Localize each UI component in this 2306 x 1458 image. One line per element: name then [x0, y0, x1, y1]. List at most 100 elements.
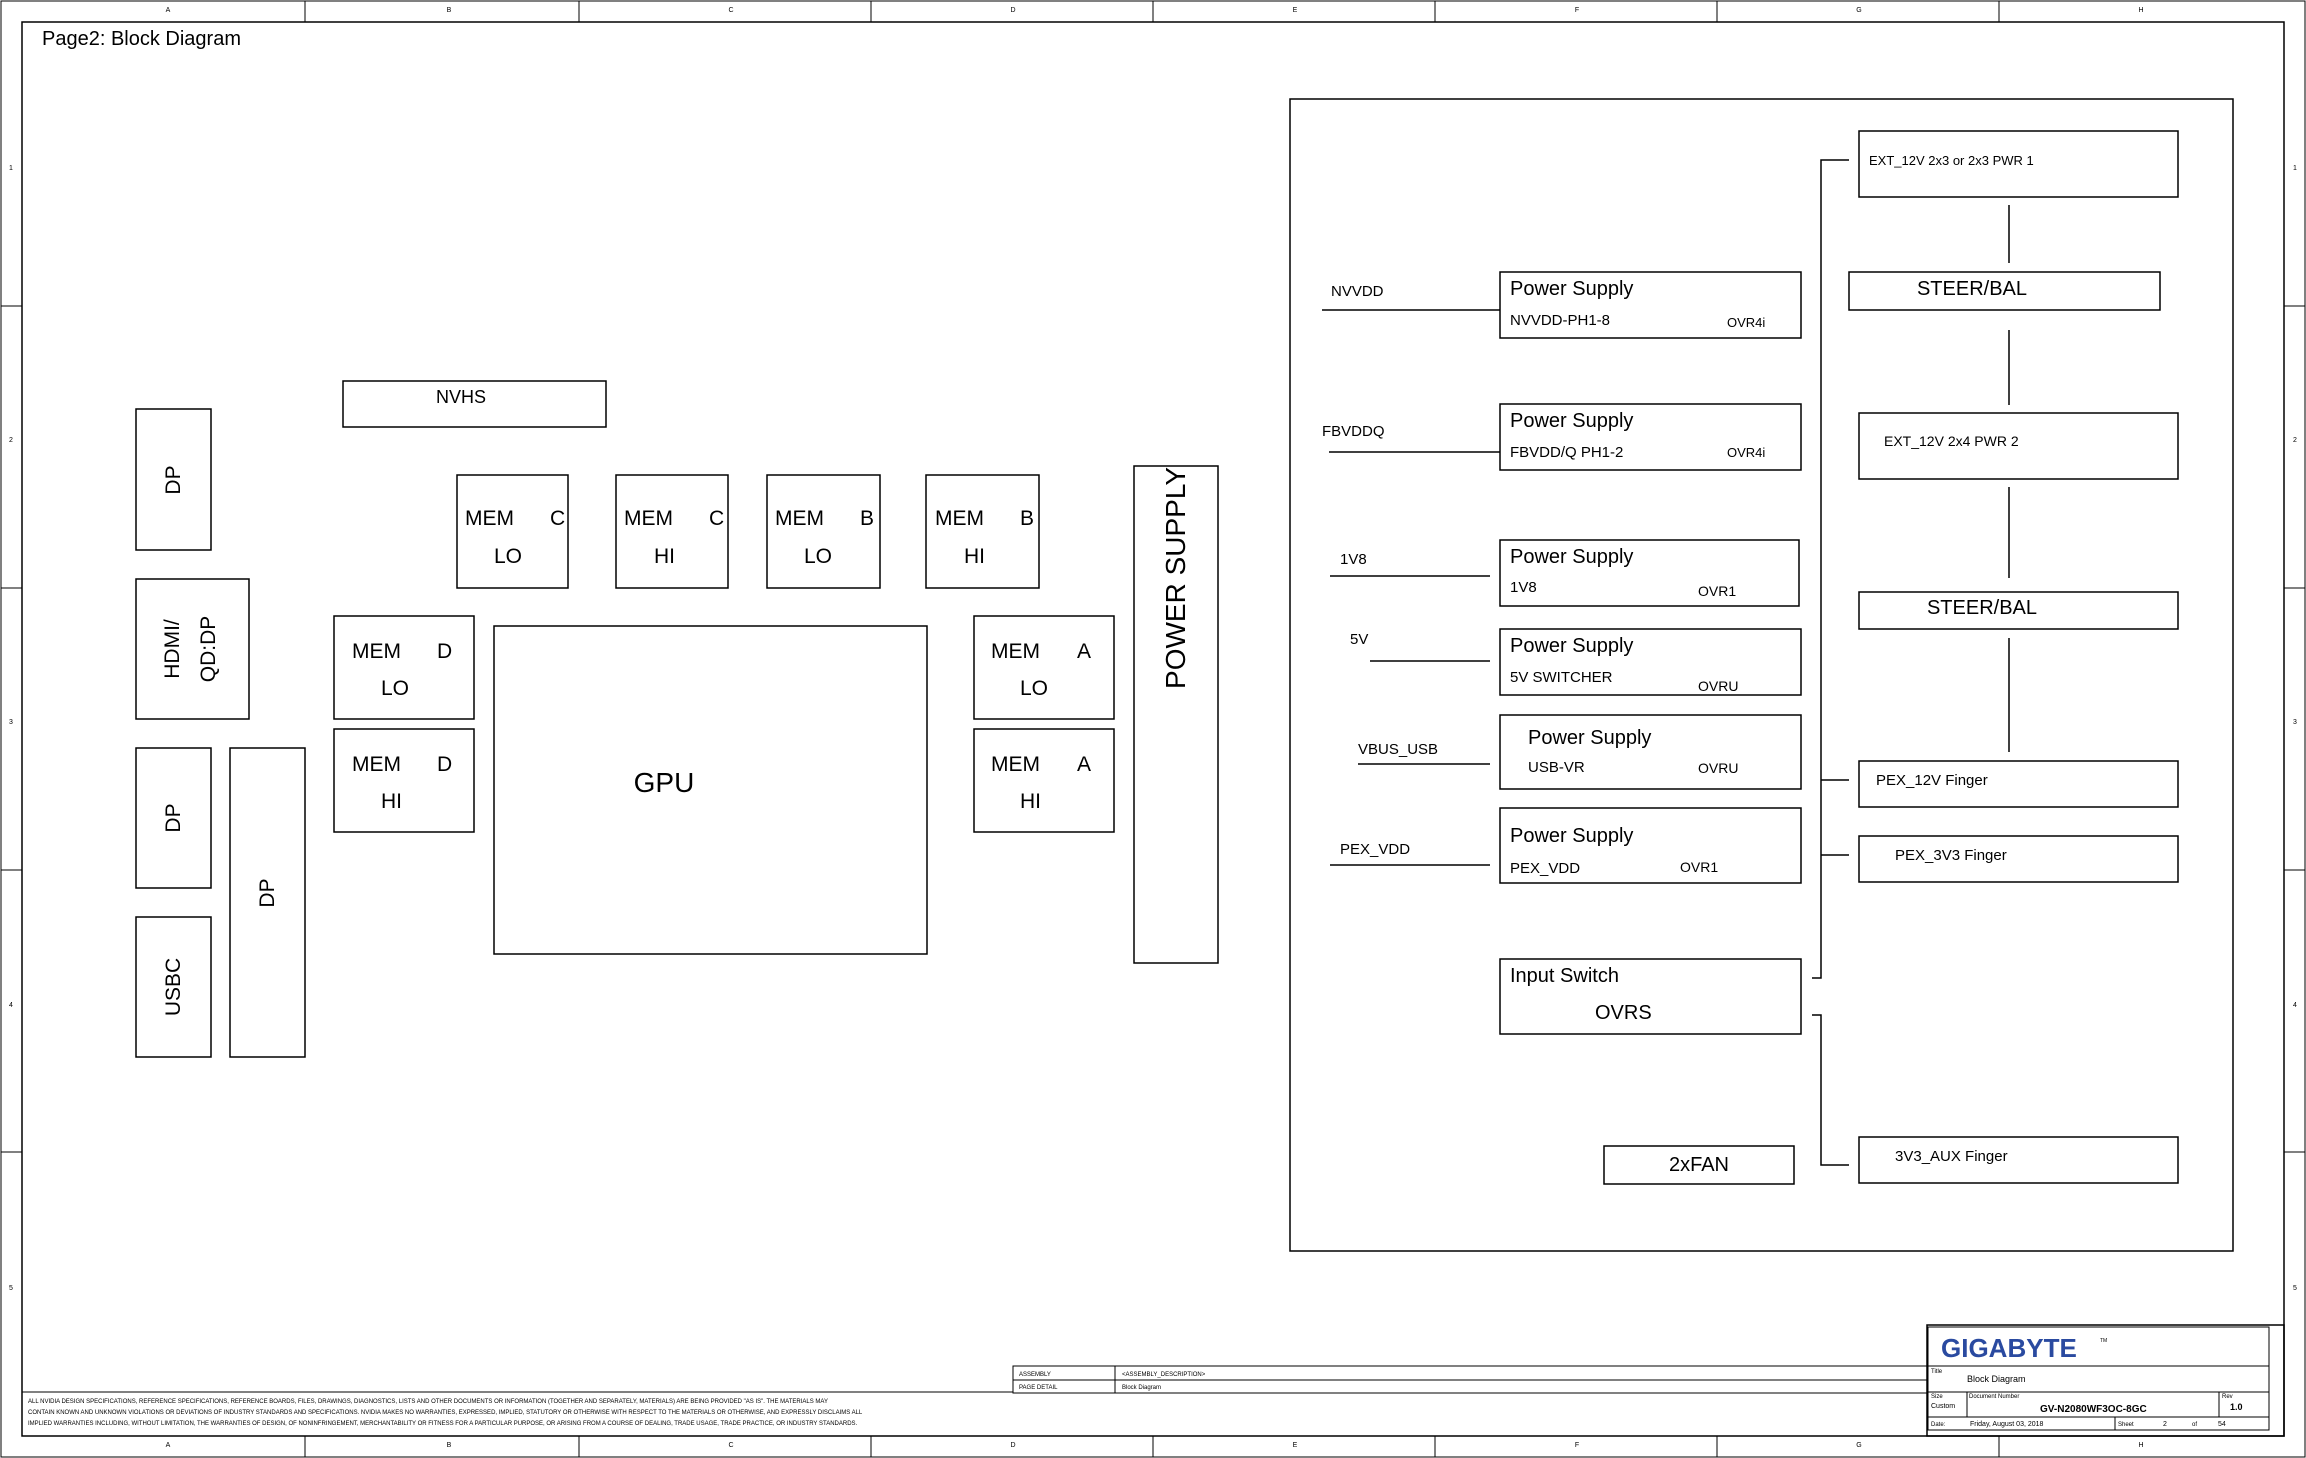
- rail-sub-label: NVVDD-PH1-8: [1510, 312, 1610, 329]
- mem-b-lo: [766, 474, 881, 589]
- frame-col-label: E: [1293, 7, 1298, 14]
- frame-row-label: 1: [2293, 165, 2297, 172]
- frame-col-label: B: [447, 7, 452, 14]
- power-supply-box: [1499, 539, 1800, 607]
- nvhs-block: [342, 380, 607, 428]
- steer-bal-2: [1858, 591, 2179, 630]
- rail-ctrl-label: OVRU: [1698, 678, 1738, 694]
- mem-a-lo: [973, 615, 1115, 720]
- gpu-area: DP HDMI/ QD:DP DP USBC DP NVHS MEM C LO …: [135, 380, 1219, 1058]
- hdmi-connector: [135, 578, 250, 720]
- sheet-label: Sheet: [2118, 1422, 2134, 1428]
- rail-ctrl-label: OVR4i: [1727, 445, 1765, 460]
- title-value: Block Diagram: [1967, 1374, 2026, 1384]
- mem-sub: HI: [1020, 790, 1041, 813]
- rail-ctrl-label: OVRU: [1698, 760, 1738, 776]
- dp-connector-2-label: DP: [162, 803, 185, 832]
- ext-pwr1-label: EXT_12V 2x3 or 2x3 PWR 1: [1869, 153, 2034, 168]
- rail-sub-label: USB-VR: [1528, 759, 1585, 776]
- power-rail-nvvdd: NVVDD Power Supply NVVDD-PH1-8 OVR4i: [1322, 271, 1802, 339]
- fan-label: 2xFAN: [1669, 1154, 1729, 1176]
- mem-sub: HI: [964, 545, 985, 568]
- title-block: GIGABYTE TM Title Block Diagram Size Cus…: [1926, 1324, 2285, 1437]
- frame-col-label: B: [447, 1442, 452, 1449]
- rail-net-label: VBUS_USB: [1358, 741, 1438, 758]
- power-supply-title: Power Supply: [1510, 546, 1633, 568]
- assembly-value: <ASSEMBLY_DESCRIPTION>: [1122, 1372, 1206, 1378]
- frame-row-label: 4: [9, 1002, 13, 1009]
- rail-net-label: 5V: [1350, 631, 1368, 648]
- power-rail-vbus-usb: VBUS_USB Power Supply USB-VR OVRU: [1358, 714, 1802, 790]
- mem-channel: A: [1077, 753, 1091, 776]
- mem-channel: D: [437, 753, 452, 776]
- mem-sub: HI: [654, 545, 675, 568]
- sheet-total: 54: [2218, 1421, 2226, 1428]
- power-rail-fbvddq: FBVDDQ Power Supply FBVDD/Q PH1-2 OVR4i: [1322, 403, 1802, 471]
- power-supply-title: Power Supply: [1510, 278, 1633, 300]
- gpu-label: GPU: [634, 767, 695, 798]
- hdmi-connector-label-line1: HDMI/: [161, 619, 184, 679]
- input-switch-label: Input Switch: [1510, 965, 1619, 987]
- rail-sub-label: 5V SWITCHER: [1510, 669, 1613, 686]
- hdmi-connector-label-line2: QD:DP: [197, 616, 220, 683]
- rail-net-label: FBVDDQ: [1322, 423, 1385, 440]
- power-supply-label: POWER SUPPLY: [1160, 467, 1191, 689]
- mem-sub: LO: [1020, 677, 1048, 700]
- power-supply-box: [1499, 807, 1802, 884]
- mem-label: MEM: [775, 507, 824, 530]
- dp-connector-1-label: DP: [162, 465, 185, 494]
- frame-row-label: 2: [9, 437, 13, 444]
- power-supply-title: Power Supply: [1510, 410, 1633, 432]
- steer-bal-1-label: STEER/BAL: [1917, 278, 2027, 300]
- dp-connector-1: [135, 408, 212, 551]
- power-rail-1v8: 1V8 Power Supply 1V8 OVR1: [1330, 539, 1800, 607]
- rail-net-label: 1V8: [1340, 551, 1367, 568]
- frame-row-label: 5: [9, 1285, 13, 1292]
- power-bus-lines: [1812, 159, 1849, 1166]
- frame-row-label: 3: [9, 719, 13, 726]
- frame-col-label: D: [1010, 1442, 1015, 1449]
- mem-label: MEM: [624, 507, 673, 530]
- docnum-value: GV-N2080WF3OC-8GC: [2040, 1404, 2147, 1415]
- mem-sub: LO: [381, 677, 409, 700]
- rail-sub-label: PEX_VDD: [1510, 860, 1580, 877]
- dp-connector-3-label: DP: [256, 878, 279, 907]
- power-supply-box: [1499, 714, 1802, 790]
- disclaimer-line: CONTAIN KNOWN AND UNKNOWN VIOLATIONS OR …: [28, 1410, 863, 1416]
- dp-connector-2: [135, 747, 212, 889]
- power-supply-title: Power Supply: [1528, 727, 1651, 749]
- page-detail-value: Block Diagram: [1122, 1385, 1161, 1391]
- mem-label: MEM: [991, 753, 1040, 776]
- date-value: Friday, August 03, 2018: [1970, 1421, 2044, 1428]
- mem-c-lo: [456, 474, 569, 589]
- frame-col-label: C: [728, 7, 733, 14]
- frame-col-label: G: [1856, 1442, 1861, 1449]
- rail-net-label: PEX_VDD: [1340, 841, 1410, 858]
- mem-channel: B: [1020, 507, 1034, 530]
- frame-col-label: C: [728, 1442, 733, 1449]
- power-rail-5v: 5V Power Supply 5V SWITCHER OVRU: [1350, 628, 1802, 696]
- frame-row-label: 4: [2293, 1002, 2297, 1009]
- company-logo-tm: TM: [2100, 1338, 2107, 1344]
- docnum-label: Document Number: [1969, 1394, 2019, 1400]
- input-switch-block: [1499, 958, 1802, 1035]
- pex12-finger-block: [1858, 760, 2179, 808]
- usbc-connector-label: USBC: [162, 958, 185, 1016]
- power-rail-pex-vdd: PEX_VDD Power Supply PEX_VDD OVR1: [1330, 807, 1802, 884]
- power-supply-box: [1499, 403, 1802, 471]
- frame-col-label: G: [1856, 7, 1861, 14]
- frame-col-label: A: [166, 7, 171, 14]
- mem-sub: LO: [494, 545, 522, 568]
- steer-bal-1: [1848, 271, 2161, 311]
- frame-row-label: 5: [2293, 1285, 2297, 1292]
- rail-ctrl-label: OVR1: [1680, 859, 1718, 875]
- rev-label: Rev: [2222, 1394, 2233, 1400]
- ext-pwr2-block: [1858, 412, 2179, 480]
- company-logo: GIGABYTE: [1941, 1333, 2077, 1363]
- mem-channel: A: [1077, 640, 1091, 663]
- dp-connector-3: [229, 747, 306, 1058]
- rail-sub-label: FBVDD/Q PH1-2: [1510, 444, 1623, 461]
- mem-channel: C: [550, 507, 565, 530]
- power-supply-box: [1499, 628, 1802, 696]
